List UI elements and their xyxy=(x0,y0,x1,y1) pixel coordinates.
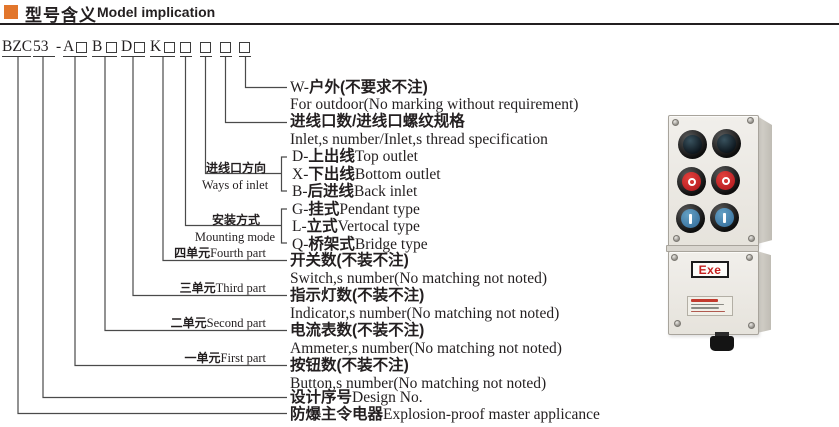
label-inlet-direction-zh: 进线口方向 xyxy=(205,161,266,175)
device-side-face-lower xyxy=(757,251,771,333)
legend-row-ammeter-en: Ammeter,s number(No matching not noted) xyxy=(290,340,562,357)
option-pendant: G-挂式Pendant type xyxy=(292,201,420,218)
title-rule xyxy=(0,23,839,25)
screw-icon xyxy=(747,117,754,124)
start-button xyxy=(710,203,739,232)
indicator-lamp-lens xyxy=(683,135,702,154)
label-third-part: 三单元Third part xyxy=(179,281,266,295)
stop-button xyxy=(677,167,706,196)
screw-icon xyxy=(673,235,680,242)
code-box xyxy=(134,42,145,53)
label-second-part: 二单元Second part xyxy=(170,316,266,330)
indicator-lamp xyxy=(712,129,741,158)
section-title-en: Model implication xyxy=(97,4,216,20)
i-symbol-icon xyxy=(689,213,692,224)
legend-row-indicator: 指示灯数(不装不注) xyxy=(290,287,425,304)
legend-row-inlet-spec: 进线口数/进线口螺纹规格 xyxy=(290,113,465,130)
legend-row-switch: 开关数(不装不注) xyxy=(290,252,409,269)
model-segment-a: A xyxy=(63,39,87,57)
model-segment-b: B xyxy=(92,39,117,57)
model-segment-blank-4 xyxy=(239,39,251,57)
label-mounting-en: Mounting mode xyxy=(194,230,276,244)
model-segment-blank-2 xyxy=(200,39,212,57)
i-symbol-icon xyxy=(723,212,726,223)
nameplate xyxy=(687,296,733,316)
legend-row-product-name: 防爆主令电器Explosion-proof master applicance xyxy=(290,406,600,423)
label-inlet-direction-en: Ways of inlet xyxy=(201,178,269,192)
model-segment-k: K xyxy=(150,39,175,57)
screw-icon xyxy=(671,254,678,261)
option-bridge: Q-桥架式Bridge type xyxy=(292,236,428,253)
code-box xyxy=(239,42,250,53)
model-segment-design-no: 53 xyxy=(33,39,55,57)
stop-button-face xyxy=(716,171,735,190)
device-lower-unit xyxy=(668,251,759,335)
screw-icon xyxy=(674,320,681,327)
exe-label: Exe xyxy=(691,261,729,278)
legend-row-design-no: 设计序号Design No. xyxy=(290,389,423,406)
legend-row-outdoor: W-户外(不要求不注) xyxy=(290,79,428,96)
indicator-lamp xyxy=(678,130,707,159)
screw-icon xyxy=(746,254,753,261)
option-bottom-outlet: X-下出线Bottom outlet xyxy=(292,166,441,183)
screw-icon xyxy=(672,119,679,126)
stop-button xyxy=(711,166,740,195)
start-button-face xyxy=(715,208,734,227)
option-back-inlet: B-后进线Back inlet xyxy=(292,183,418,200)
o-symbol-icon xyxy=(687,177,696,186)
indicator-lamp-lens xyxy=(717,134,736,153)
screw-icon xyxy=(748,322,755,329)
model-segment-dash: - xyxy=(56,38,62,55)
section-header: 型号含义 Model implication xyxy=(0,0,839,25)
option-top-outlet: D-上出线Top outlet xyxy=(292,148,418,165)
label-mounting-zh: 安装方式 xyxy=(211,213,260,227)
orange-square-icon xyxy=(4,5,18,19)
code-box xyxy=(180,42,191,53)
label-first-part: 一单元First part xyxy=(184,351,267,365)
legend-row-outdoor-en: For outdoor(No marking without requireme… xyxy=(290,96,579,113)
cable-gland-neck xyxy=(715,332,729,337)
device-side-face-upper xyxy=(757,116,772,244)
screw-icon xyxy=(748,235,755,242)
model-segment-blank-1 xyxy=(180,39,192,57)
code-box xyxy=(220,42,231,53)
model-segment-series: BZC xyxy=(2,38,33,57)
code-box xyxy=(106,42,117,53)
start-button-face xyxy=(681,209,700,228)
legend-row-button-en: Button,s number(No matching not noted) xyxy=(290,375,547,392)
option-vertical: L-立式Vertocal type xyxy=(292,218,420,235)
model-segment-blank-3 xyxy=(220,39,232,57)
model-segment-d: D xyxy=(121,39,145,57)
cable-gland xyxy=(710,336,734,351)
legend-row-ammeter: 电流表数(不装不注) xyxy=(290,322,425,339)
label-fourth-part: 四单元Fourth part xyxy=(174,246,266,260)
code-box xyxy=(164,42,175,53)
legend-row-indicator-en: Indicator,s number(No matching not noted… xyxy=(290,305,560,322)
legend-row-button: 按钮数(不装不注) xyxy=(290,357,409,374)
code-box xyxy=(200,42,211,53)
start-button xyxy=(676,204,705,233)
section-title-zh: 型号含义 xyxy=(25,6,97,25)
legend-row-switch-en: Switch,s number(No matching not noted) xyxy=(290,270,547,287)
o-symbol-icon xyxy=(721,176,730,185)
code-box xyxy=(76,42,87,53)
stop-button-face xyxy=(682,172,701,191)
legend-row-inlet-spec-en: Inlet,s number/Inlet,s thread specificat… xyxy=(290,131,548,148)
